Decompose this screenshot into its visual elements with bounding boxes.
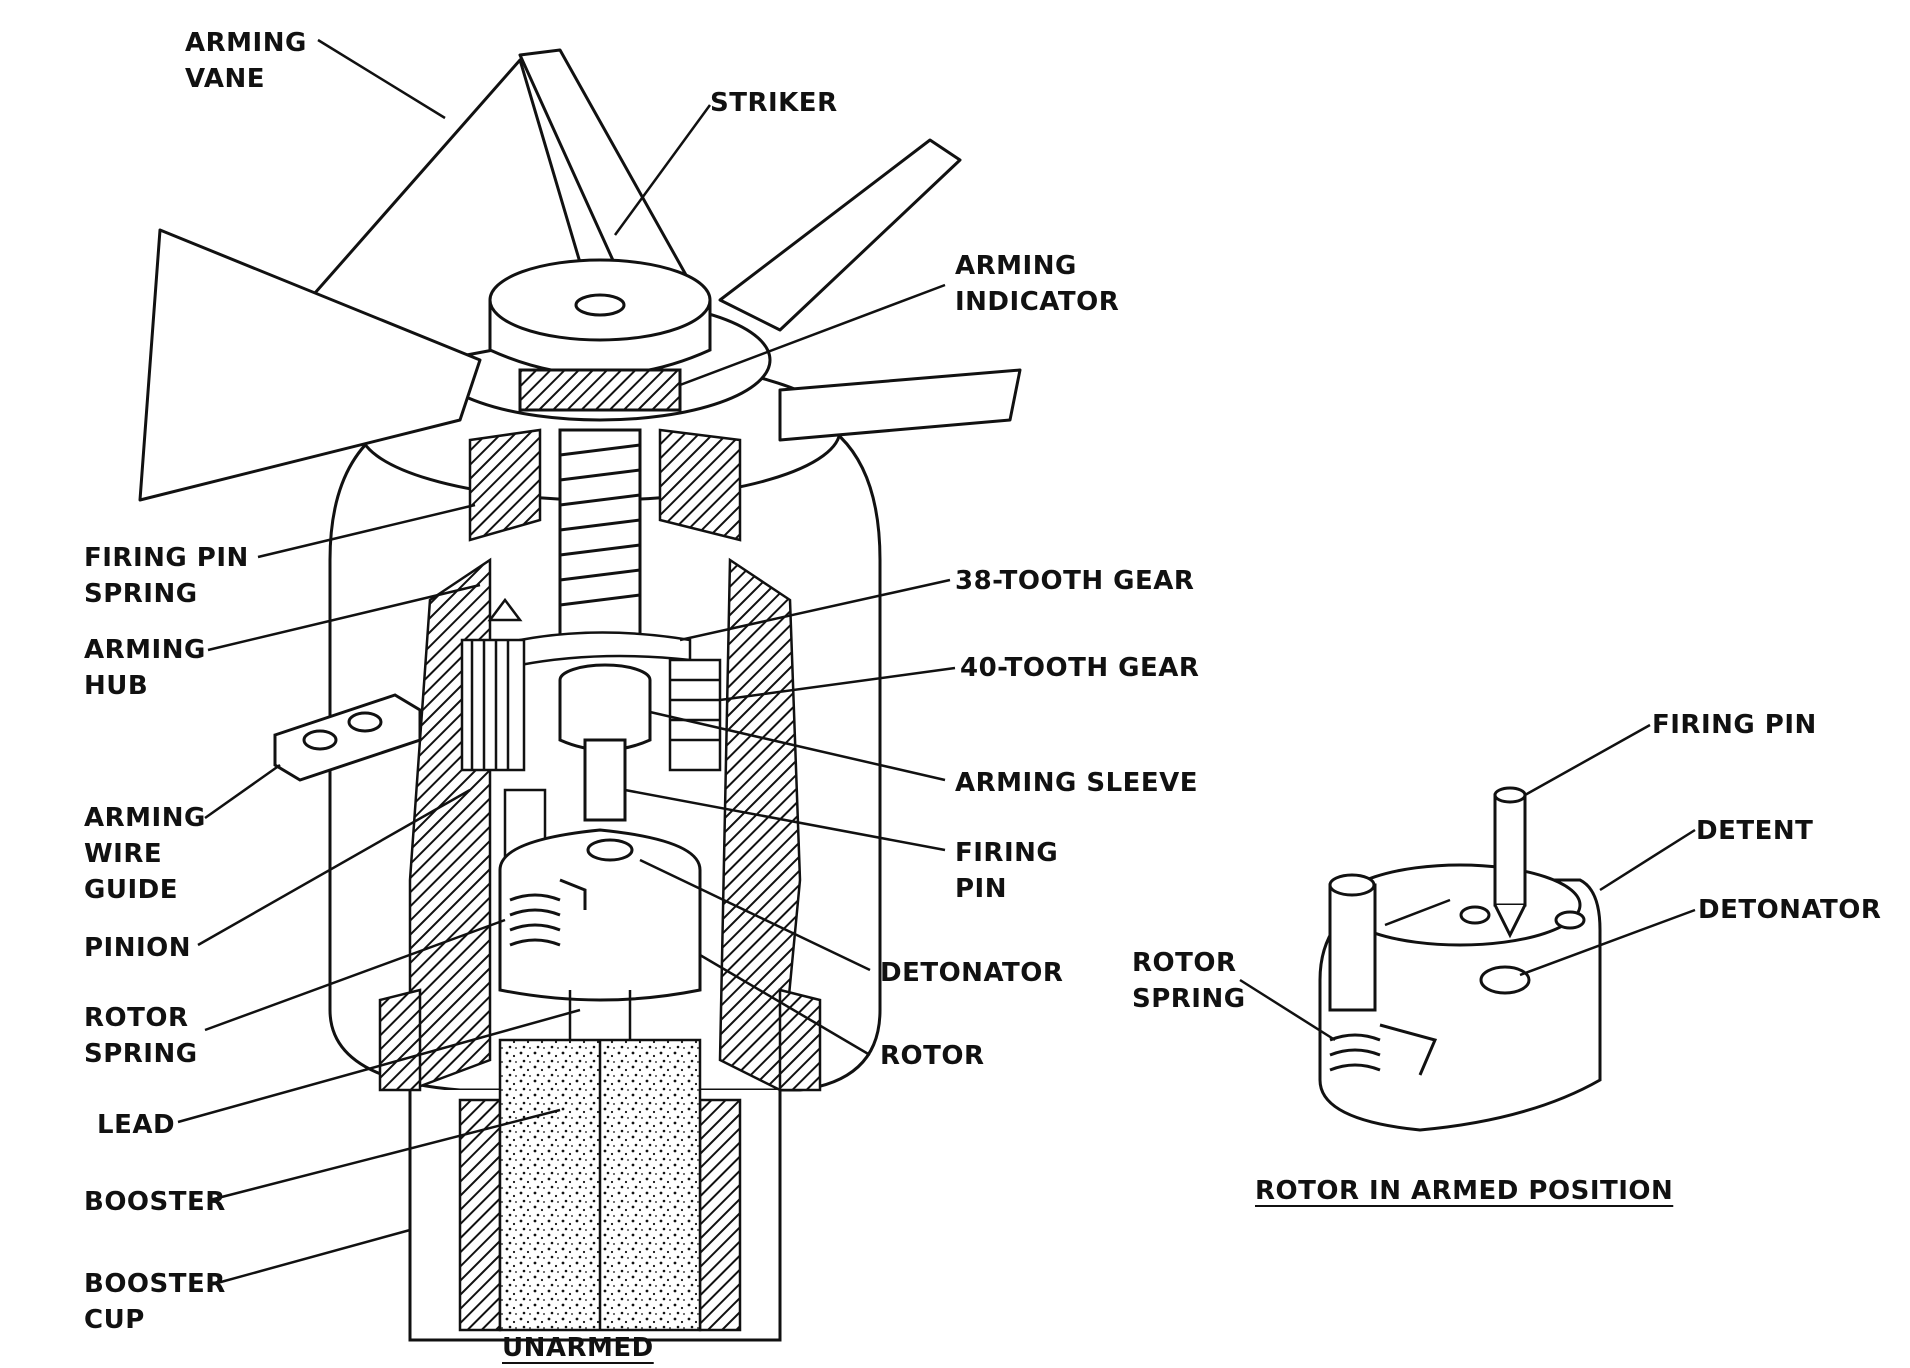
firing-pin-spring bbox=[558, 428, 642, 642]
label-striker: STRIKER bbox=[710, 88, 838, 118]
booster bbox=[498, 1038, 702, 1332]
label-booster-cup: BOOSTER CUP bbox=[84, 1269, 226, 1335]
rotor bbox=[498, 828, 702, 1002]
rotor-armed-inset bbox=[1318, 786, 1602, 1132]
label-arming-indicator: ARMING INDICATOR bbox=[955, 251, 1120, 317]
label-arming-hub: ARMING HUB bbox=[84, 635, 206, 701]
label-firing-pin-spring: FIRING PIN SPRING bbox=[84, 543, 249, 609]
label-pinion: PINION bbox=[84, 933, 192, 963]
label-lead: LEAD bbox=[97, 1110, 176, 1140]
label-inset-detonator: DETONATOR bbox=[1698, 895, 1882, 925]
label-arming-vane: ARMING VANE bbox=[185, 28, 307, 94]
leader-lines bbox=[177, 38, 956, 1287]
arming-wire-guide bbox=[273, 693, 422, 782]
label-rotor: ROTOR bbox=[880, 1041, 985, 1071]
label-firing-pin: FIRING PIN bbox=[955, 838, 1059, 904]
inset-leader-lines bbox=[1239, 723, 1696, 1042]
caption-unarmed: UNARMED bbox=[502, 1333, 654, 1363]
label-inset-firing-pin: FIRING PIN bbox=[1652, 710, 1817, 740]
label-38-tooth-gear: 38-TOOTH GEAR bbox=[955, 566, 1195, 596]
label-detonator: DETONATOR bbox=[880, 958, 1064, 988]
label-inset-detent: DETENT bbox=[1696, 816, 1814, 846]
pinion bbox=[460, 597, 547, 862]
label-rotor-spring: ROTOR SPRING bbox=[84, 1003, 198, 1069]
lead bbox=[568, 990, 632, 1040]
label-40-tooth-gear: 40-TOOTH GEAR bbox=[960, 653, 1200, 683]
label-inset-rotor-spring: ROTOR SPRING bbox=[1132, 948, 1246, 1014]
gear-40-tooth bbox=[668, 658, 722, 772]
firing-pin bbox=[583, 738, 627, 822]
caption-rotor-armed: ROTOR IN ARMED POSITION bbox=[1255, 1176, 1674, 1206]
striker bbox=[488, 258, 712, 412]
rotor-spring bbox=[509, 878, 587, 947]
label-arming-wire-guide: ARMING WIRE GUIDE bbox=[84, 803, 206, 905]
label-booster: BOOSTER bbox=[84, 1187, 226, 1217]
cutaway-walls bbox=[378, 428, 822, 1332]
arming-sleeve bbox=[558, 663, 652, 752]
label-arming-sleeve: ARMING SLEEVE bbox=[955, 768, 1199, 798]
